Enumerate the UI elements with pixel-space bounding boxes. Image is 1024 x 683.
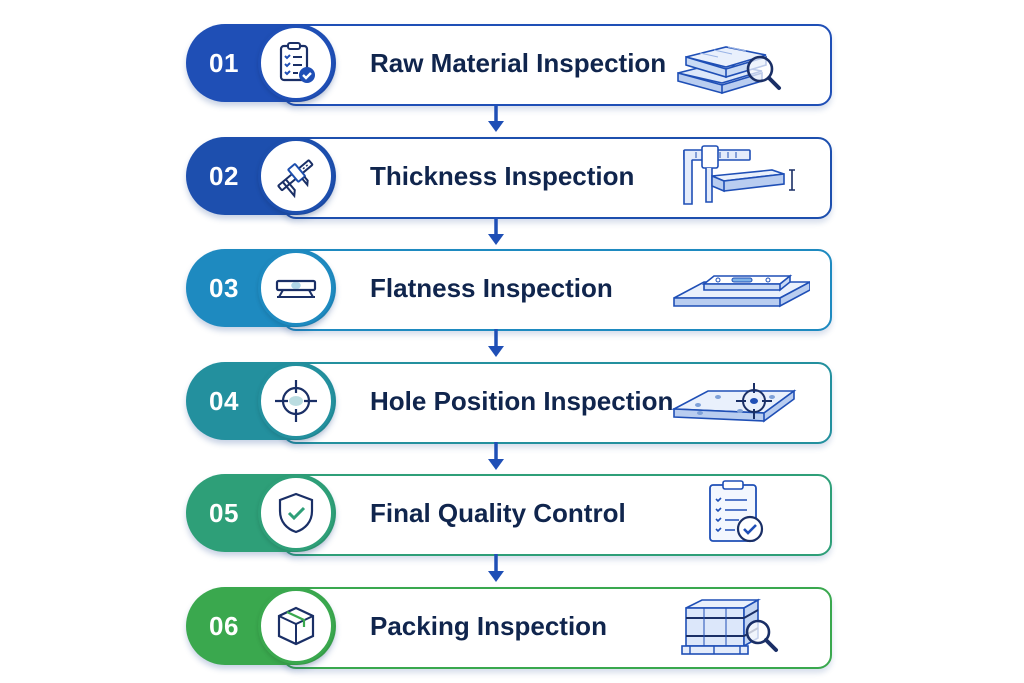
process-step: 06 Packing Inspection xyxy=(186,587,832,669)
shield-check-icon xyxy=(258,475,334,552)
process-step: 03 Flatness Inspection xyxy=(186,249,832,332)
process-step: 05 Final Quality Control xyxy=(186,474,832,557)
step-title: Flatness Inspection xyxy=(370,273,613,304)
down-arrow-icon xyxy=(486,104,506,134)
process-step: 04 Hole Position Inspection xyxy=(186,361,832,444)
step-title: Thickness Inspection xyxy=(370,160,635,191)
spirit-level-icon xyxy=(258,250,334,327)
step-title: Final Quality Control xyxy=(370,498,626,529)
down-arrow-icon xyxy=(486,441,506,472)
level-on-plate-icon xyxy=(670,254,811,322)
caliper-icon xyxy=(258,137,334,214)
step-title: Packing Inspection xyxy=(370,611,607,641)
step-number: 05 xyxy=(209,498,239,529)
caliper-measuring-plate-icon xyxy=(670,142,810,210)
step-number: 01 xyxy=(209,48,239,78)
step-card xyxy=(282,249,832,332)
step-number: 02 xyxy=(209,160,239,191)
step-number: 06 xyxy=(209,611,239,641)
down-arrow-icon xyxy=(486,216,506,247)
down-arrow-icon xyxy=(486,329,506,359)
step-number: 04 xyxy=(209,385,239,416)
checklist-approved-icon xyxy=(670,479,810,547)
step-title: Raw Material Inspection xyxy=(370,48,667,78)
material-stack-magnifier-icon xyxy=(670,29,810,97)
crosshair-icon xyxy=(258,362,334,439)
box-icon xyxy=(258,588,334,664)
plate-holes-crosshair-icon xyxy=(670,367,810,435)
clipboard-check-icon xyxy=(258,25,334,101)
crate-magnifier-icon xyxy=(670,592,810,660)
step-number: 03 xyxy=(209,273,239,304)
process-step: 02 Thickness Inspection xyxy=(186,136,832,219)
process-step: 01 Raw Material Inspection xyxy=(186,24,832,106)
down-arrow-icon xyxy=(486,554,506,584)
step-title: Hole Position Inspection xyxy=(370,385,674,416)
